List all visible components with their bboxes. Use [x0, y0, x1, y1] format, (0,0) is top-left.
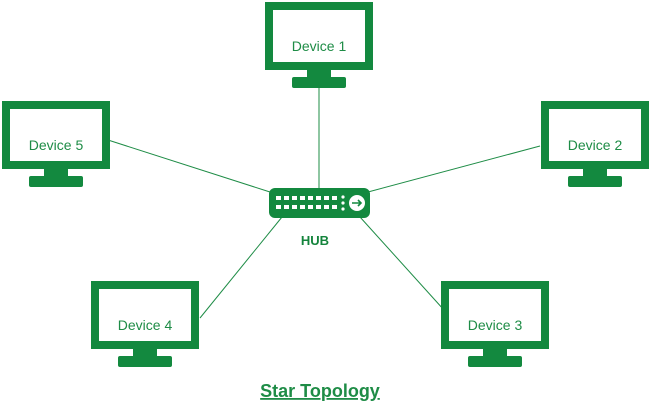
- connections: [107, 88, 541, 319]
- device-label: Device 5: [29, 137, 84, 153]
- device-5: Device 5: [2, 101, 110, 187]
- hub: HUB: [269, 188, 370, 248]
- link-device-3: [359, 216, 445, 311]
- device-label: Device 3: [468, 317, 523, 333]
- hub-switch-icon: [269, 188, 370, 218]
- monitor-icon: [441, 281, 549, 367]
- device-1: Device 1: [265, 2, 373, 88]
- link-device-4: [199, 216, 283, 319]
- device-3: Device 3: [441, 281, 549, 367]
- device-label: Device 4: [118, 317, 173, 333]
- hub-label: HUB: [301, 233, 329, 248]
- device-label: Device 2: [568, 137, 623, 153]
- monitor-icon: [2, 101, 110, 187]
- arrow-right-icon: [352, 199, 363, 207]
- device-label: Device 1: [292, 38, 347, 54]
- monitor-icon: [91, 281, 199, 367]
- link-device-2: [367, 145, 541, 193]
- hub-ports: [276, 195, 345, 211]
- device-2: Device 2: [541, 101, 649, 187]
- diagram-title: Star Topology: [260, 381, 380, 401]
- monitor-icon: [541, 101, 649, 187]
- device-4: Device 4: [91, 281, 199, 367]
- link-device-5: [107, 139, 271, 193]
- monitor-icon: [265, 2, 373, 88]
